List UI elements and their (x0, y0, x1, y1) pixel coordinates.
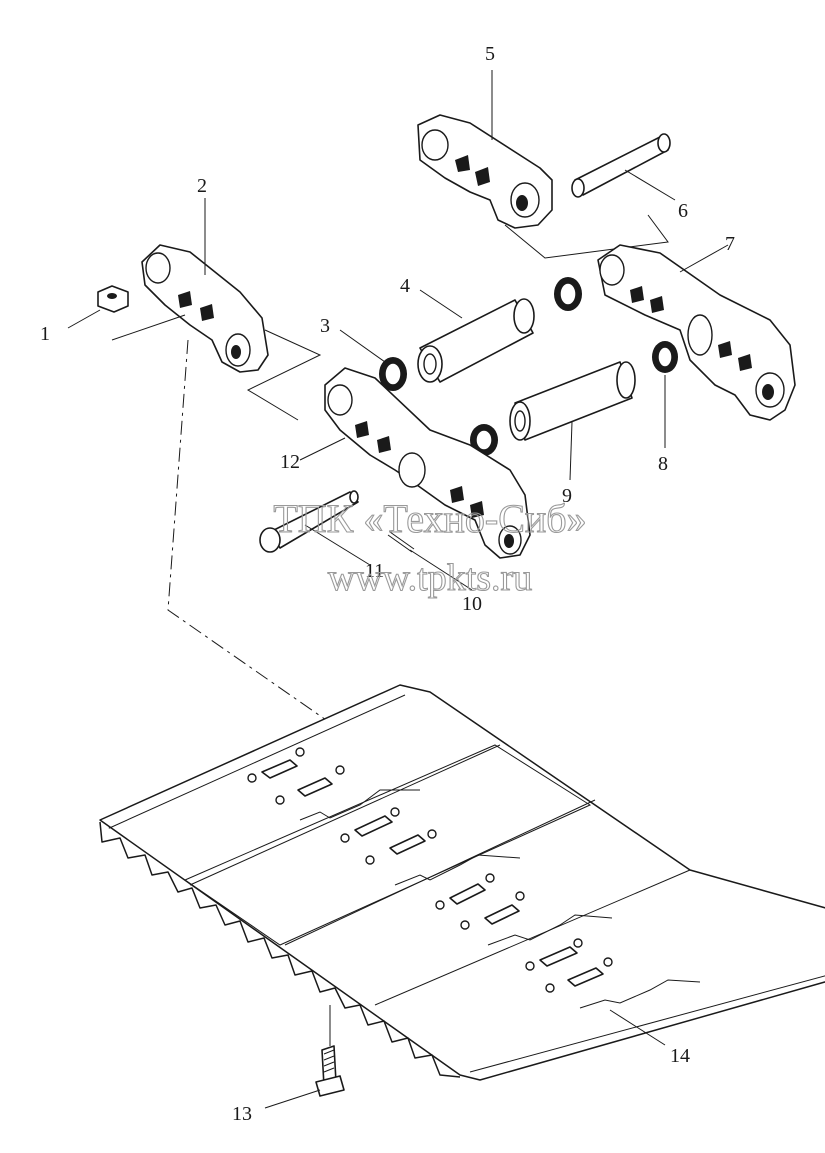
callout-8: 8 (658, 453, 668, 475)
callout-6: 6 (678, 200, 688, 222)
callout-12: 12 (280, 451, 300, 473)
shoe-bolt-slots (247, 747, 613, 993)
watermark-company: ТПК «Техно-Сиб» (273, 496, 586, 541)
part-4-bushing (417, 298, 535, 383)
part-14-track-shoes (99, 684, 825, 1081)
callout-2: 2 (197, 175, 207, 197)
callout-10: 10 (462, 593, 482, 615)
part-10-cotter-pin (387, 531, 415, 553)
callout-3: 3 (320, 315, 330, 337)
part-9-bushing (509, 361, 636, 441)
part-13-bolt (315, 1005, 345, 1097)
part-11-master-pin (259, 490, 359, 553)
part-7-track-link (597, 244, 796, 421)
seal-upper (554, 277, 582, 311)
seal-middle (470, 424, 498, 456)
leader-lines (67, 70, 729, 1109)
part-3-seal (379, 357, 407, 391)
watermark-url: www.tpkts.ru (328, 557, 532, 599)
callout-9: 9 (562, 485, 572, 507)
callout-7: 7 (725, 233, 735, 255)
callout-14: 14 (670, 1045, 690, 1067)
part-6-pin (571, 133, 671, 198)
part-1-nut (97, 285, 129, 313)
callout-11: 11 (365, 560, 384, 582)
part-12-master-link (324, 367, 531, 559)
callout-1: 1 (40, 323, 50, 345)
part-2-track-link (141, 244, 269, 373)
callout-4: 4 (400, 275, 410, 297)
part-5-track-link (417, 114, 553, 229)
callout-5: 5 (485, 43, 495, 65)
alignment-line-middle (246, 329, 322, 421)
alignment-line-upper (504, 214, 669, 259)
part-8-seal (652, 341, 678, 373)
callout-13: 13 (232, 1103, 252, 1125)
